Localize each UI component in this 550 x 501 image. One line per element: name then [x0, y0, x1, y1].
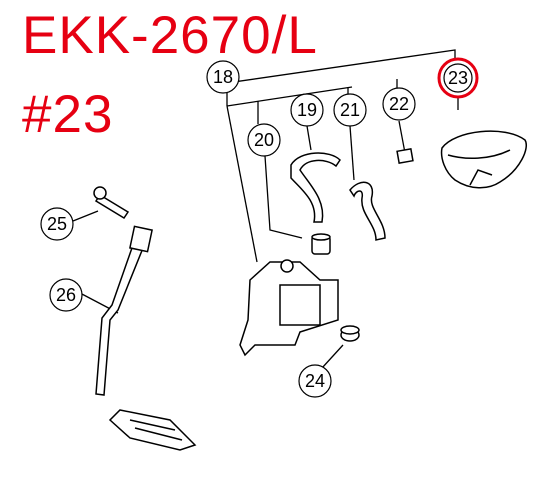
callout-18-label: 18 [213, 67, 233, 87]
model-title: EKK-2670/L [22, 6, 318, 65]
callout-21-label: 21 [340, 100, 360, 120]
part-drawings [93, 130, 527, 451]
callout-26: 26 [49, 278, 83, 312]
callout-19: 19 [290, 93, 324, 127]
callout-23: 23 [437, 57, 479, 99]
callout-25-label: 25 [47, 214, 67, 234]
callout-22: 22 [382, 87, 416, 121]
callout-21: 21 [333, 93, 367, 127]
callout-24: 24 [298, 364, 332, 398]
callout-23-label: 23 [448, 68, 468, 88]
part-26-pedal [108, 409, 197, 451]
leader-lines [72, 49, 459, 369]
callout-26-label: 26 [56, 285, 76, 305]
part-26-linkage [95, 244, 145, 396]
part-reference: #23 [22, 85, 114, 144]
callout-20: 20 [247, 123, 281, 157]
callouts: 18 19 20 21 22 23 24 25 [40, 57, 479, 398]
callout-22-label: 22 [389, 94, 409, 114]
part-21-hose [349, 181, 386, 241]
part-22-clip [396, 148, 414, 164]
callout-25: 25 [40, 207, 74, 241]
part-23-cap [440, 130, 527, 189]
callout-18: 18 [206, 60, 240, 94]
part-19-hose [290, 152, 341, 223]
callout-20-label: 20 [254, 130, 274, 150]
callout-24-label: 24 [305, 371, 325, 391]
callout-19-label: 19 [297, 100, 317, 120]
